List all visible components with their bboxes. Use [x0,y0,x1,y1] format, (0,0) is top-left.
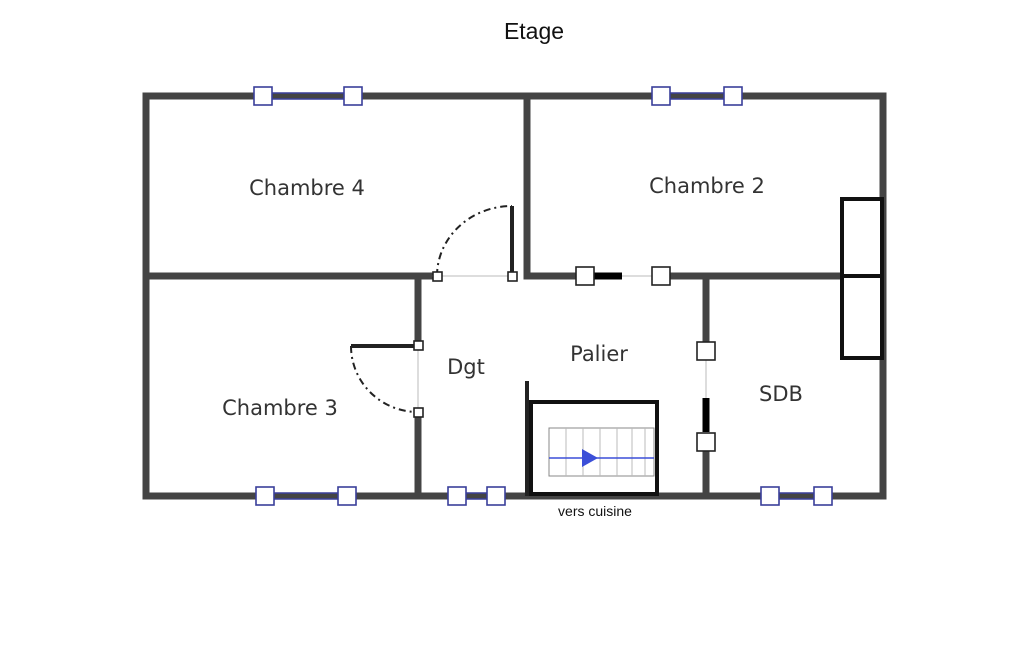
window-dgt [447,486,506,506]
outer-walls [142,92,887,500]
window-chambre4 [253,86,363,106]
opening-chambre2 [575,266,671,286]
room-label-dgt: Dgt [447,355,485,379]
interior-walls [142,92,887,500]
door-chambre4 [432,205,518,282]
window-chambre2 [651,86,743,106]
stairs-exit-note: vers cuisine [558,503,632,519]
openings [417,275,707,412]
staircase [525,381,659,496]
opening-sdb [696,341,716,452]
room-label-chambre4: Chambre 4 [249,176,365,200]
room-label-chambre2: Chambre 2 [649,174,765,198]
room-label-chambre3: Chambre 3 [222,396,338,420]
floor-title: Etage [503,18,565,44]
room-label-sdb: SDB [759,382,803,406]
cupboard [840,197,884,360]
stair-arrow-icon [582,449,598,467]
window-chambre3 [255,486,357,506]
window-sdb [760,486,833,506]
door-chambre3 [350,340,424,418]
room-label-palier: Palier [570,342,628,366]
